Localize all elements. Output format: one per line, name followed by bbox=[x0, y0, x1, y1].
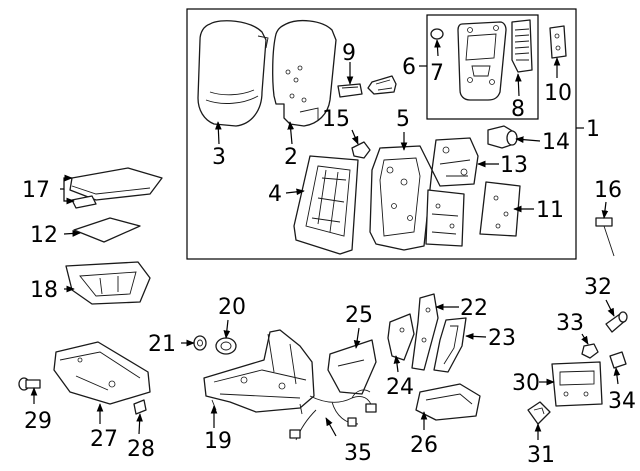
part-8-vent-bracket bbox=[511, 19, 533, 73]
callout-19: 19 bbox=[204, 429, 232, 454]
part-26-lower-bracket bbox=[415, 383, 481, 421]
part-18-tray bbox=[65, 261, 151, 305]
callout-2: 2 bbox=[284, 145, 298, 170]
part-23-cover bbox=[433, 317, 467, 373]
part-15-clip bbox=[351, 141, 371, 159]
callout-12: 12 bbox=[30, 223, 58, 248]
callout-6: 6 bbox=[402, 55, 416, 80]
part-29-bolt bbox=[18, 377, 41, 391]
callout-17: 17 bbox=[22, 178, 50, 203]
callout-31: 31 bbox=[527, 443, 555, 468]
part-5-seatback-frame bbox=[369, 145, 433, 251]
callout-7: 7 bbox=[430, 61, 444, 86]
callout-18: 18 bbox=[30, 278, 58, 303]
part-9-clip bbox=[337, 83, 363, 98]
part-24-bracket bbox=[387, 313, 415, 361]
part-4-seatback-frame bbox=[293, 155, 359, 255]
callout-1: 1 bbox=[586, 117, 600, 142]
part-34-cap bbox=[609, 351, 627, 369]
callout-9: 9 bbox=[342, 41, 356, 66]
part-11-panel bbox=[479, 181, 521, 237]
callout-20: 20 bbox=[218, 295, 246, 320]
callout-14: 14 bbox=[542, 130, 570, 155]
part-19-seat-track-frame bbox=[203, 329, 315, 415]
callout-15: 15 bbox=[322, 107, 350, 132]
callout-35: 35 bbox=[344, 441, 372, 466]
callout-30: 30 bbox=[512, 371, 540, 396]
callout-23: 23 bbox=[488, 326, 516, 351]
callout-labels: 1 2 3 4 5 6 7 8 9 10 11 12 13 14 15 16 1… bbox=[22, 41, 636, 468]
callout-27: 27 bbox=[90, 427, 118, 452]
callout-5: 5 bbox=[396, 107, 410, 132]
callout-13: 13 bbox=[500, 153, 528, 178]
part-17b-pad bbox=[71, 195, 97, 209]
callout-28: 28 bbox=[127, 437, 155, 462]
subassembly-frame bbox=[426, 14, 539, 120]
callout-33: 33 bbox=[556, 311, 584, 336]
callout-34: 34 bbox=[608, 389, 636, 414]
callout-26: 26 bbox=[410, 433, 438, 458]
part-12-flat-pad bbox=[73, 217, 141, 243]
part-25-trim-cover bbox=[327, 339, 377, 395]
part-20-knob bbox=[215, 337, 237, 355]
part-22-hinge bbox=[411, 293, 439, 371]
callout-22: 22 bbox=[460, 296, 488, 321]
callout-4: 4 bbox=[268, 182, 282, 207]
callout-3: 3 bbox=[212, 145, 226, 170]
part-27-side-shield bbox=[53, 341, 151, 405]
part-11a-panel bbox=[425, 189, 465, 247]
part-14-connector bbox=[487, 125, 518, 149]
callout-16: 16 bbox=[594, 178, 622, 203]
part-21-washer bbox=[193, 335, 207, 351]
part-9b-bracket bbox=[367, 75, 397, 95]
callout-8: 8 bbox=[511, 97, 525, 122]
part-31-switch bbox=[527, 401, 551, 425]
callout-11: 11 bbox=[536, 198, 564, 223]
part-35-wire-harness bbox=[289, 389, 377, 441]
part-13-housing bbox=[431, 137, 479, 187]
callout-10: 10 bbox=[544, 81, 572, 106]
leader-lines bbox=[30, 39, 621, 440]
part-6-panel bbox=[457, 21, 507, 101]
part-10-bracket bbox=[549, 25, 567, 59]
part-17-cushion-pad bbox=[69, 167, 163, 201]
part-3-seatback-cushion bbox=[197, 20, 269, 127]
part-7-cap bbox=[430, 28, 444, 40]
part-16-sensor bbox=[595, 217, 615, 257]
part-30-switch bbox=[551, 361, 603, 407]
callout-32: 32 bbox=[584, 275, 612, 300]
part-32-pin bbox=[605, 311, 628, 333]
callout-21: 21 bbox=[148, 332, 176, 357]
assembly-frame bbox=[186, 8, 577, 260]
part-28-clip bbox=[133, 399, 147, 415]
part-2-seatback-cover bbox=[272, 19, 337, 127]
part-33-nut bbox=[581, 343, 599, 359]
callout-24: 24 bbox=[386, 375, 414, 400]
callout-29: 29 bbox=[24, 409, 52, 434]
callout-25: 25 bbox=[345, 303, 373, 328]
